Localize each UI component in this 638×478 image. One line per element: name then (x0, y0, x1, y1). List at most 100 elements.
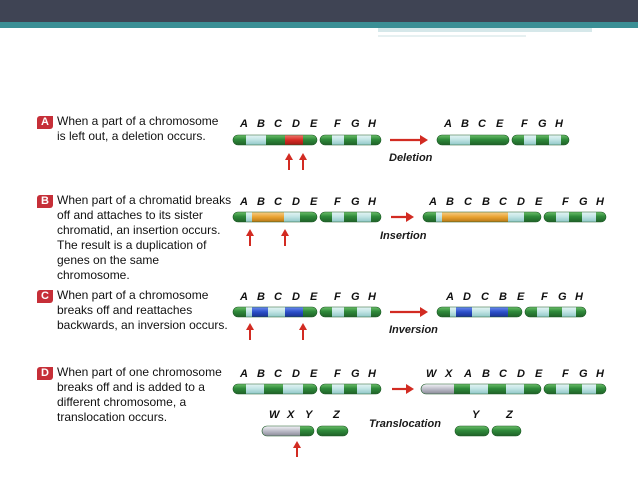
accent-bar (0, 22, 638, 28)
gene-letter: C (499, 196, 507, 208)
gene-letter: Y (305, 409, 313, 421)
chromosome-band (357, 135, 371, 145)
gene-letter: X (287, 409, 295, 421)
chromosome-band (332, 384, 344, 394)
chromosome-outline (232, 211, 318, 223)
description-insertion: When part of a chromatid breaks off and … (57, 193, 232, 282)
description-inversion: When part of a chromosome breaks off and… (57, 288, 228, 332)
gene-letter: B (257, 118, 265, 130)
gene-letter: C (499, 368, 507, 380)
chromosome-band (332, 307, 344, 317)
gene-letter: D (517, 368, 525, 380)
chromosome-band (470, 426, 489, 436)
gene-letter: F (334, 118, 341, 130)
gene-letter: W (426, 368, 437, 380)
chromosome-band (303, 307, 317, 317)
chromosome-a-original (232, 134, 382, 146)
gene-letter: D (517, 196, 525, 208)
chromosome-d-original (232, 383, 382, 395)
break-arrow-a1-head (285, 153, 293, 160)
gene-letter: G (351, 196, 360, 208)
chromosome-band (285, 135, 303, 145)
chromosome-outline (436, 306, 523, 318)
gene-letter: D (292, 118, 300, 130)
gene-letter: C (274, 368, 282, 380)
break-arrow-c2-head (299, 323, 307, 330)
chromosome-band (544, 384, 556, 394)
chromosome-outline (543, 211, 607, 223)
chromosome-outline (524, 306, 587, 318)
process-label-translocation: Translocation (369, 418, 441, 430)
chromosome-band (525, 307, 537, 317)
gene-letter: E (310, 291, 318, 303)
chromosome-band (437, 135, 450, 145)
gene-letter: G (538, 118, 547, 130)
chromosome-band (252, 212, 284, 222)
chromosome-band (450, 307, 456, 317)
gene-letter: Z (333, 409, 340, 421)
chromosome-band (556, 212, 569, 222)
chromosome-d-second-after (454, 425, 522, 437)
chromosome-band (233, 307, 246, 317)
chromosome-band (320, 135, 332, 145)
gene-letter: H (596, 196, 604, 208)
gene-letter: F (334, 196, 341, 208)
chromosome-band (596, 384, 606, 394)
chromosome-band (524, 384, 541, 394)
gene-letter: A (464, 368, 472, 380)
chromosome-outline (319, 383, 382, 395)
chromosome-band (246, 212, 252, 222)
gene-letter: W (269, 409, 280, 421)
chromosome-band (262, 426, 300, 436)
gene-letter: F (334, 368, 341, 380)
chromosome-band (371, 135, 381, 145)
chromosome-band (537, 307, 549, 317)
chromosome-band (524, 212, 541, 222)
gene-letter: B (482, 196, 490, 208)
chromosome-band (549, 307, 562, 317)
gene-letter: C (464, 196, 472, 208)
chromosome-outline (420, 383, 542, 395)
gene-letter: F (541, 291, 548, 303)
chromosome-a-deleted (436, 134, 570, 146)
gene-letter: D (292, 291, 300, 303)
gene-letter: B (257, 196, 265, 208)
chromosome-outline (319, 306, 382, 318)
chromosome-band (569, 384, 582, 394)
break-arrow-c1-head (246, 323, 254, 330)
chromosome-band (544, 212, 556, 222)
decor-band-thin (378, 35, 526, 37)
gene-letter: G (579, 196, 588, 208)
break-arrow-a2-head (299, 153, 307, 160)
chromosome-d-translocated (420, 383, 607, 395)
chromosome-outline (511, 134, 570, 146)
gene-letter: C (478, 118, 486, 130)
gene-letter: H (596, 368, 604, 380)
chromosome-band (569, 212, 582, 222)
chromosome-band (371, 212, 381, 222)
process-label-insertion: Insertion (380, 230, 427, 242)
chromosome-band (335, 426, 348, 436)
gene-letter: A (240, 196, 248, 208)
gene-letter: X (445, 368, 453, 380)
description-translocation: When part of one chromosome breaks off a… (57, 365, 222, 424)
chromosome-c-original (232, 306, 382, 318)
chromosome-band (442, 212, 508, 222)
chromosome-band (300, 212, 317, 222)
gene-letter: E (496, 118, 504, 130)
chromosome-outline (319, 134, 382, 146)
chromosome-band (252, 307, 268, 317)
chromosome-band (454, 384, 470, 394)
description-deletion: When a part of a chromosome is left out,… (57, 114, 219, 143)
gene-letter: B (461, 118, 469, 130)
gene-letter: B (499, 291, 507, 303)
gene-letter: E (310, 118, 318, 130)
chromosome-band (332, 212, 344, 222)
chromosome-band (264, 384, 283, 394)
gene-letter: B (257, 291, 265, 303)
gene-letter: D (292, 368, 300, 380)
chromosome-band (344, 135, 357, 145)
arrow-inversion-head (420, 307, 428, 317)
chromosome-b-original (232, 211, 382, 223)
